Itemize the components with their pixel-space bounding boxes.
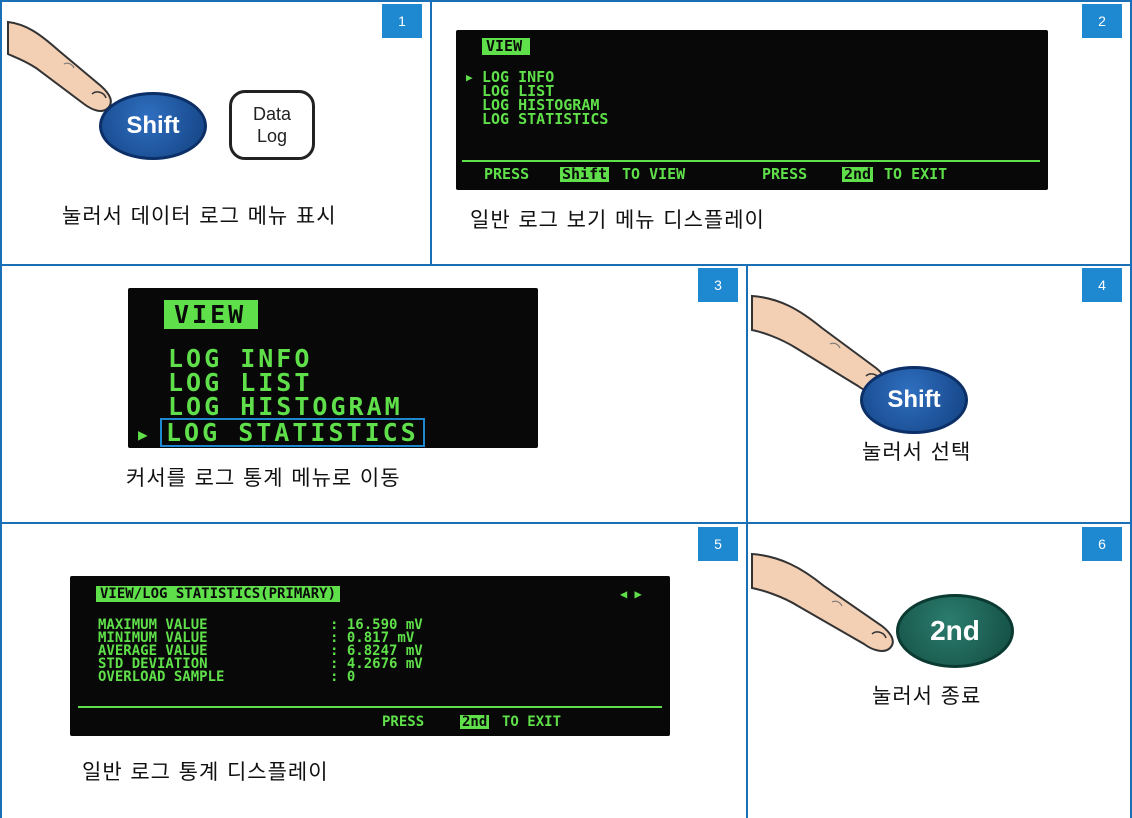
pointing-finger-icon bbox=[751, 552, 894, 652]
screen-header: VIEW/LOG STATISTICS(PRIMARY) bbox=[96, 586, 341, 602]
footer-text: PRESS bbox=[484, 165, 530, 183]
menu-item-selected: LOG STATISTICS bbox=[160, 418, 425, 447]
grid-border bbox=[0, 0, 2, 818]
stat-value: : 6.8247 mV bbox=[330, 643, 423, 659]
footer-key: 2nd bbox=[460, 714, 490, 730]
second-function-key[interactable]: 2nd bbox=[896, 594, 1014, 668]
step-number-badge: 4 bbox=[1082, 268, 1122, 302]
data-log-key-line2: Log bbox=[256, 126, 288, 146]
menu-item: LOG HISTOGRAM bbox=[168, 392, 403, 421]
stat-value: : 0.817 mV bbox=[330, 630, 415, 646]
footer-text: TO EXIT bbox=[884, 165, 948, 183]
data-log-key-line1: Data bbox=[252, 104, 292, 124]
grid-border bbox=[430, 0, 432, 266]
footer-text: PRESS bbox=[382, 714, 425, 730]
screen-header: VIEW bbox=[164, 300, 259, 329]
grid-border bbox=[0, 522, 1132, 524]
footer-text: PRESS bbox=[762, 165, 808, 183]
screen-divider bbox=[462, 160, 1040, 162]
footer-text: TO EXIT bbox=[502, 714, 562, 730]
grid-border bbox=[0, 264, 1132, 266]
stat-value: : 0 bbox=[330, 669, 356, 685]
footer-key: Shift bbox=[560, 165, 610, 183]
data-log-key[interactable]: Data Log bbox=[229, 90, 315, 160]
step-number-badge: 1 bbox=[382, 4, 422, 38]
menu-item: LOG INFO bbox=[168, 344, 313, 373]
step-number-badge: 3 bbox=[698, 268, 738, 302]
menu-item: LOG HISTOGRAM bbox=[482, 96, 600, 114]
footer-key: 2nd bbox=[842, 165, 874, 183]
stat-value: : 4.2676 mV bbox=[330, 656, 423, 672]
step-number-badge: 6 bbox=[1082, 527, 1122, 561]
step-number-badge: 2 bbox=[1082, 4, 1122, 38]
screen-header: VIEW bbox=[482, 38, 531, 55]
grid-border bbox=[1130, 0, 1132, 818]
view-menu-screen: VIEW ▶ LOG INFO LOG LIST LOG HISTOGRAM L… bbox=[456, 30, 1048, 190]
step-caption: 눌러서 종료 bbox=[872, 684, 982, 708]
stat-label: AVERAGE VALUE bbox=[98, 643, 208, 659]
menu-item: LOG STATISTICS bbox=[482, 110, 609, 128]
stat-label: OVERLOAD SAMPLE bbox=[98, 669, 225, 685]
page-arrows: ◀ ▶ bbox=[620, 587, 642, 601]
shift-key[interactable]: Shift bbox=[860, 366, 968, 434]
step-number-badge: 5 bbox=[698, 527, 738, 561]
view-menu-screen-zoomed: VIEW LOG INFO LOG LIST LOG HISTOGRAM ▶ L… bbox=[128, 288, 538, 448]
step-caption: 일반 로그 보기 메뉴 디스플레이 bbox=[470, 208, 765, 232]
shift-key[interactable]: Shift bbox=[99, 92, 207, 160]
screen-divider bbox=[78, 706, 662, 708]
footer-text: TO VIEW bbox=[622, 165, 686, 183]
menu-cursor: ▶ bbox=[466, 71, 473, 84]
stat-label: MINIMUM VALUE bbox=[98, 630, 208, 646]
grid-border bbox=[0, 0, 1132, 2]
stat-label: MAXIMUM VALUE bbox=[98, 617, 208, 633]
step-caption: 눌러서 선택 bbox=[862, 440, 972, 464]
grid-border bbox=[746, 264, 748, 818]
menu-item: LOG INFO bbox=[482, 68, 555, 86]
step-caption: 커서를 로그 통계 메뉴로 이동 bbox=[126, 466, 401, 490]
stat-value: : 16.590 mV bbox=[330, 617, 423, 633]
stat-label: STD DEVIATION bbox=[98, 656, 208, 672]
step-caption: 눌러서 데이터 로그 메뉴 표시 bbox=[62, 204, 337, 228]
step-caption: 일반 로그 통계 디스플레이 bbox=[82, 760, 329, 784]
menu-cursor: ▶ bbox=[138, 425, 151, 444]
menu-item: LOG LIST bbox=[482, 82, 555, 100]
menu-item: LOG LIST bbox=[168, 368, 313, 397]
log-statistics-screen: VIEW/LOG STATISTICS(PRIMARY) ◀ ▶ MAXIMUM… bbox=[70, 576, 670, 736]
